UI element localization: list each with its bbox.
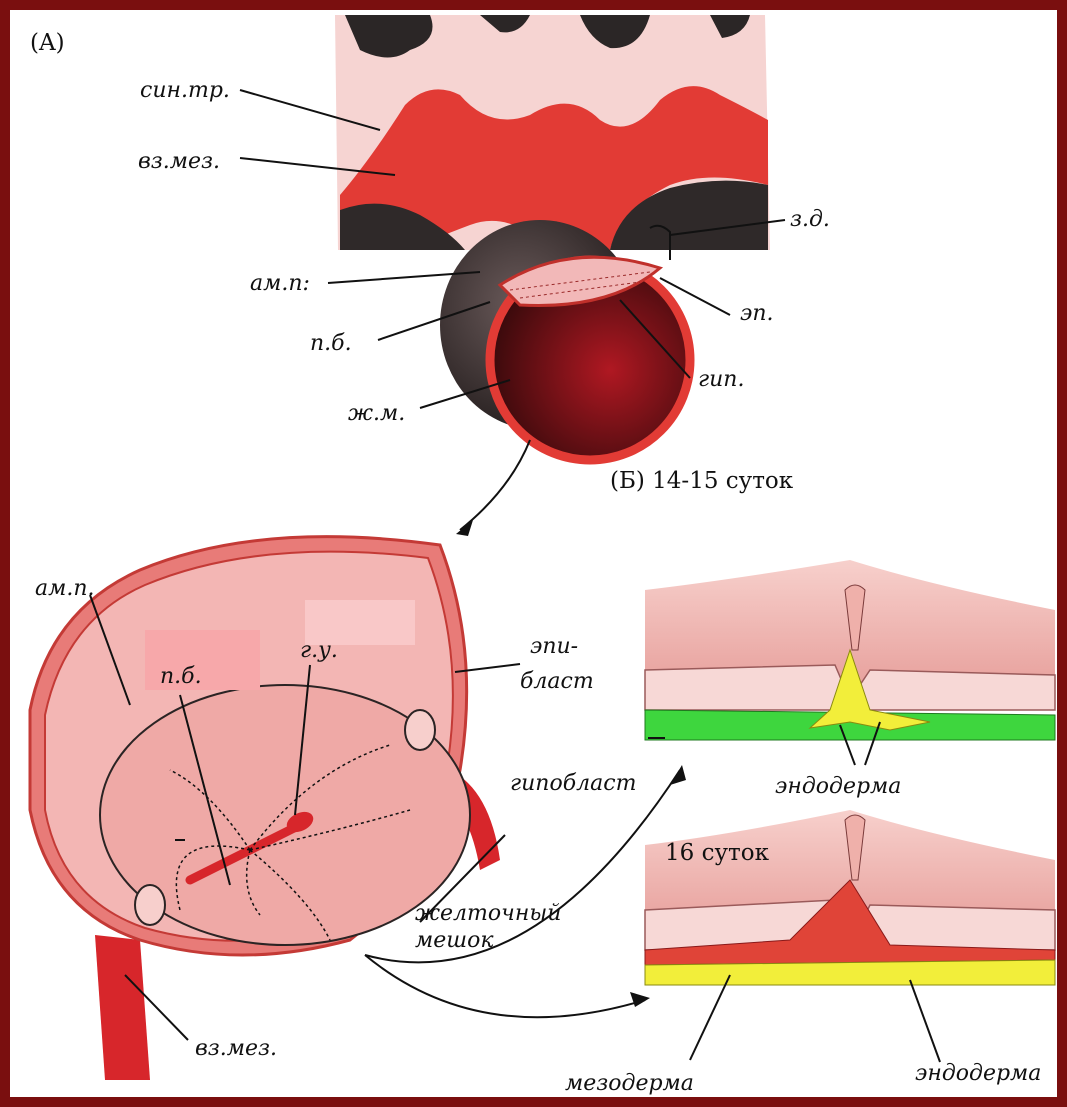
- panel-a-illustration: [240, 15, 785, 536]
- label-z-d: з.д.: [790, 207, 830, 232]
- label-gip: гип.: [698, 367, 744, 392]
- arrow-to-section-bottom: [365, 955, 645, 1017]
- label-yolk-1: желточный: [415, 901, 561, 926]
- label-hypoblast: гипобласт: [510, 771, 636, 796]
- label-am-p-b: ам.п.: [35, 576, 95, 601]
- panel-a-marker: (A): [30, 30, 65, 56]
- label-endoderm-bottom: эндодерма: [915, 1061, 1041, 1086]
- label-epiblast-2: бласт: [520, 669, 594, 694]
- label-zh-m: ж.м.: [348, 401, 405, 426]
- panel-b-caption: (Б) 14-15 суток: [610, 468, 794, 494]
- endoderm-bottom: [645, 960, 1055, 985]
- connecting-stalk: [95, 935, 150, 1080]
- arrow-to-section-bottom-head: [630, 992, 650, 1007]
- label-epiblast-1: эпи-: [530, 634, 578, 659]
- label-syn-tr: син.тр.: [140, 78, 230, 103]
- arrow-a-to-b: [460, 440, 530, 530]
- section-14-15-days: [645, 560, 1055, 765]
- arrow-a-to-b-head: [456, 520, 473, 536]
- label-p-b-b: п.б.: [160, 664, 202, 689]
- label-mesoderm: мезодерма: [565, 1071, 694, 1096]
- panel-b-illustration: [30, 537, 686, 1080]
- leader-mesoderm: [690, 975, 730, 1060]
- cloacal-plate: [135, 885, 165, 925]
- label-vz-mez-a: вз.мез.: [138, 149, 220, 174]
- label-ep: эп.: [740, 301, 773, 326]
- label-vz-mez-b: вз.мез.: [195, 1036, 277, 1061]
- label-am-p-a: ам.п:: [250, 271, 310, 296]
- prechordal-plate: [405, 710, 435, 750]
- label-endoderm-top: эндодерма: [775, 774, 901, 799]
- figure-canvas: (A) син.тр. вз.мез. з.д. ам.п: эп. п.б. …: [10, 10, 1057, 1097]
- label-g-u: г.у.: [300, 638, 338, 663]
- stage-16-caption: 16 суток: [665, 840, 770, 866]
- label-p-b-a: п.б.: [310, 331, 352, 356]
- label-yolk-2: мешок: [415, 928, 494, 953]
- arrow-to-section-top-head: [670, 765, 686, 785]
- embryo-diagram: (A) син.тр. вз.мез. з.д. ам.п: эп. п.б. …: [10, 10, 1057, 1097]
- leader-endo-bottom: [910, 980, 940, 1062]
